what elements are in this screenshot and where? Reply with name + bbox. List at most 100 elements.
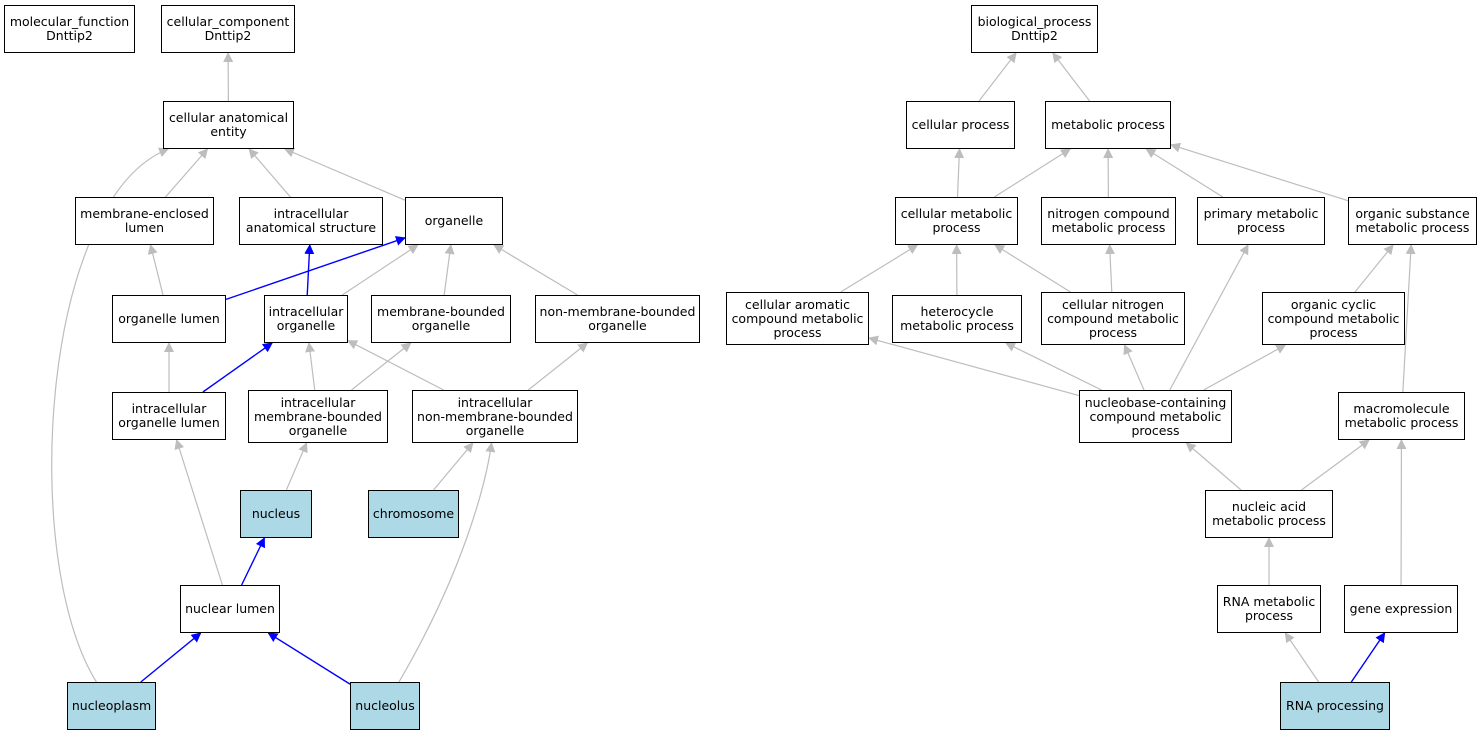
- node-intracellular-membrane-bounded-organelle[interactable]: intracellular membrane-bounded organelle: [248, 390, 388, 443]
- node-cellular-nitrogen-compound-metabolic-process[interactable]: cellular nitrogen compound metabolic pro…: [1041, 292, 1185, 345]
- node-membrane-bounded-organelle[interactable]: membrane-bounded organelle: [371, 295, 511, 343]
- edge-nuclear-lumen-to-nucleus: [240, 537, 266, 586]
- node-nucleobase-containing-compound-metabolic-process[interactable]: nucleobase-containing compound metabolic…: [1079, 390, 1232, 443]
- node-intracellular-anatomical-structure[interactable]: intracellular anatomical structure: [239, 197, 383, 245]
- node-cellular-anatomical-entity[interactable]: cellular anatomical entity: [163, 101, 294, 149]
- node-label: biological_process Dnttip2: [977, 14, 1092, 43]
- node-heterocycle-metabolic-process[interactable]: heterocycle metabolic process: [892, 295, 1022, 343]
- node-label: gene expression: [1349, 601, 1453, 616]
- node-label: membrane-enclosed lumen: [80, 206, 209, 235]
- node-label: intracellular organelle lumen: [118, 401, 220, 430]
- edge-metabolic-process-to-biological-process: [1052, 52, 1091, 102]
- edge-nucleolus-to-nuclear-lumen: [267, 632, 351, 685]
- edge-cellular-process-to-biological-process: [978, 52, 1017, 102]
- node-label: nucleic acid metabolic process: [1212, 499, 1326, 528]
- node-non-membrane-bounded-organelle[interactable]: non-membrane-bounded organelle: [535, 295, 700, 343]
- node-cellular-process[interactable]: cellular process: [906, 101, 1015, 149]
- node-label: nucleolus: [355, 698, 415, 713]
- node-label: organelle: [424, 213, 484, 228]
- node-label: nucleoplasm: [71, 698, 152, 713]
- edge-intracellular-anatomical-structure-to-cellular-anatomical-entity: [248, 148, 291, 198]
- node-intracellular-organelle[interactable]: intracellular organelle: [264, 295, 348, 343]
- node-molecular-function[interactable]: molecular_function Dnttip2: [4, 5, 135, 53]
- node-rna-processing[interactable]: RNA processing: [1280, 682, 1390, 730]
- edge-rna-processing-to-rna-metabolic-process: [1284, 632, 1320, 683]
- node-label: intracellular anatomical structure: [245, 206, 377, 235]
- edge-macromolecule-metabolic-process-to-organic-substance-metabolic-process: [1402, 244, 1416, 393]
- node-label: cellular nitrogen compound metabolic pro…: [1047, 296, 1179, 340]
- edge-nuclear-lumen-to-intracellular-organelle-lumen: [174, 439, 223, 586]
- node-label: nucleobase-containing compound metabolic…: [1084, 394, 1227, 438]
- edge-intracellular-organelle-to-organelle: [341, 244, 419, 296]
- node-label: cellular metabolic process: [900, 206, 1013, 235]
- edge-organelle-lumen-to-organelle: [225, 236, 406, 301]
- node-nucleolus[interactable]: nucleolus: [350, 682, 420, 730]
- node-organic-substance-metabolic-process[interactable]: organic substance metabolic process: [1348, 197, 1477, 245]
- node-label: membrane-bounded organelle: [377, 304, 505, 333]
- node-cellular-component[interactable]: cellular_component Dnttip2: [161, 5, 295, 53]
- node-organelle-lumen[interactable]: organelle lumen: [112, 295, 226, 343]
- node-gene-expression[interactable]: gene expression: [1344, 585, 1458, 633]
- node-label: cellular anatomical entity: [168, 110, 289, 139]
- node-label: chromosome: [372, 506, 455, 521]
- node-organelle[interactable]: organelle: [405, 197, 503, 245]
- edge-chromosome-to-intracellular-non-membrane-bounded-organelle: [433, 442, 474, 491]
- edge-rna-processing-to-gene-expression: [1350, 632, 1386, 683]
- edge-cellular-nitrogen-compound-metabolic-process-to-nitrogen-compound-metabolic-process: [1105, 244, 1116, 293]
- node-cellular-aromatic-compound-metabolic-process[interactable]: cellular aromatic compound metabolic pro…: [726, 292, 869, 345]
- node-intracellular-non-membrane-bounded-organelle[interactable]: intracellular non-membrane-bounded organ…: [412, 390, 578, 443]
- node-nitrogen-compound-metabolic-process[interactable]: nitrogen compound metabolic process: [1041, 197, 1176, 245]
- edge-organelle-lumen-to-membrane-enclosed-lumen: [147, 244, 164, 296]
- edge-nucleic-acid-metabolic-process-to-macromolecule-metabolic-process: [1301, 439, 1370, 491]
- edge-intracellular-organelle-to-intracellular-anatomical-structure: [304, 244, 315, 296]
- node-label: intracellular non-membrane-bounded organ…: [417, 394, 573, 438]
- edge-nucleobase-containing-compound-metabolic-process-to-cellular-aromatic-compound-metabolic-process: [868, 335, 1080, 397]
- node-macromolecule-metabolic-process[interactable]: macromolecule metabolic process: [1338, 392, 1465, 440]
- edge-organic-substance-metabolic-process-to-metabolic-process: [1170, 142, 1349, 202]
- node-label: RNA processing: [1286, 698, 1384, 713]
- edge-membrane-enclosed-lumen-to-cellular-anatomical-entity: [165, 148, 209, 198]
- node-biological-process[interactable]: biological_process Dnttip2: [971, 5, 1098, 53]
- node-primary-metabolic-process[interactable]: primary metabolic process: [1197, 197, 1325, 245]
- edge-nucleic-acid-metabolic-process-to-nucleobase-containing-compound-metabolic-process: [1185, 442, 1242, 491]
- node-rna-metabolic-process[interactable]: RNA metabolic process: [1217, 585, 1321, 633]
- edge-nucleobase-containing-compound-metabolic-process-to-heterocycle-metabolic-process: [1004, 342, 1102, 391]
- node-label: intracellular membrane-bounded organelle: [254, 394, 382, 438]
- node-nucleus[interactable]: nucleus: [240, 490, 312, 538]
- edge-nucleoplasm-to-cellular-anatomical-entity: [51, 147, 170, 683]
- edge-intracellular-membrane-bounded-organelle-to-membrane-bounded-organelle: [351, 342, 412, 391]
- node-intracellular-organelle-lumen[interactable]: intracellular organelle lumen: [112, 392, 226, 440]
- node-metabolic-process[interactable]: metabolic process: [1045, 101, 1171, 149]
- edge-intracellular-membrane-bounded-organelle-to-intracellular-organelle: [305, 342, 316, 391]
- edge-intracellular-non-membrane-bounded-organelle-to-non-membrane-bounded-organelle: [527, 342, 589, 391]
- node-label: nucleus: [251, 506, 301, 521]
- edge-nucleolus-to-intracellular-non-membrane-bounded-organelle: [398, 442, 496, 683]
- edge-organelle-to-cellular-anatomical-entity: [283, 147, 406, 201]
- node-label: organic cyclic compound metabolic proces…: [1267, 296, 1400, 340]
- node-nucleic-acid-metabolic-process[interactable]: nucleic acid metabolic process: [1205, 490, 1333, 538]
- node-chromosome[interactable]: chromosome: [368, 490, 459, 538]
- node-label: organic substance metabolic process: [1355, 206, 1470, 235]
- node-label: organelle lumen: [118, 311, 220, 326]
- node-label: cellular_component Dnttip2: [166, 14, 290, 43]
- node-nuclear-lumen[interactable]: nuclear lumen: [180, 585, 280, 633]
- edge-organic-cyclic-compound-metabolic-process-to-organic-substance-metabolic-process: [1354, 244, 1394, 293]
- node-cellular-metabolic-process[interactable]: cellular metabolic process: [895, 197, 1018, 245]
- node-label: heterocycle metabolic process: [900, 304, 1014, 333]
- node-membrane-enclosed-lumen[interactable]: membrane-enclosed lumen: [75, 197, 214, 245]
- node-label: cellular aromatic compound metabolic pro…: [731, 296, 864, 340]
- edge-nucleobase-containing-compound-metabolic-process-to-primary-metabolic-process: [1169, 244, 1249, 391]
- node-label: molecular_function Dnttip2: [9, 14, 130, 43]
- node-label: metabolic process: [1051, 117, 1165, 132]
- node-nucleoplasm[interactable]: nucleoplasm: [67, 682, 156, 730]
- edge-non-membrane-bounded-organelle-to-organelle: [493, 244, 578, 296]
- edge-membrane-bounded-organelle-to-organelle: [443, 244, 455, 296]
- node-label: nitrogen compound metabolic process: [1047, 206, 1170, 235]
- node-label: cellular process: [911, 117, 1010, 132]
- node-label: primary metabolic process: [1203, 206, 1319, 235]
- node-label: macromolecule metabolic process: [1344, 401, 1459, 430]
- node-organic-cyclic-compound-metabolic-process[interactable]: organic cyclic compound metabolic proces…: [1262, 292, 1405, 345]
- edge-nucleus-to-intracellular-membrane-bounded-organelle: [285, 442, 308, 491]
